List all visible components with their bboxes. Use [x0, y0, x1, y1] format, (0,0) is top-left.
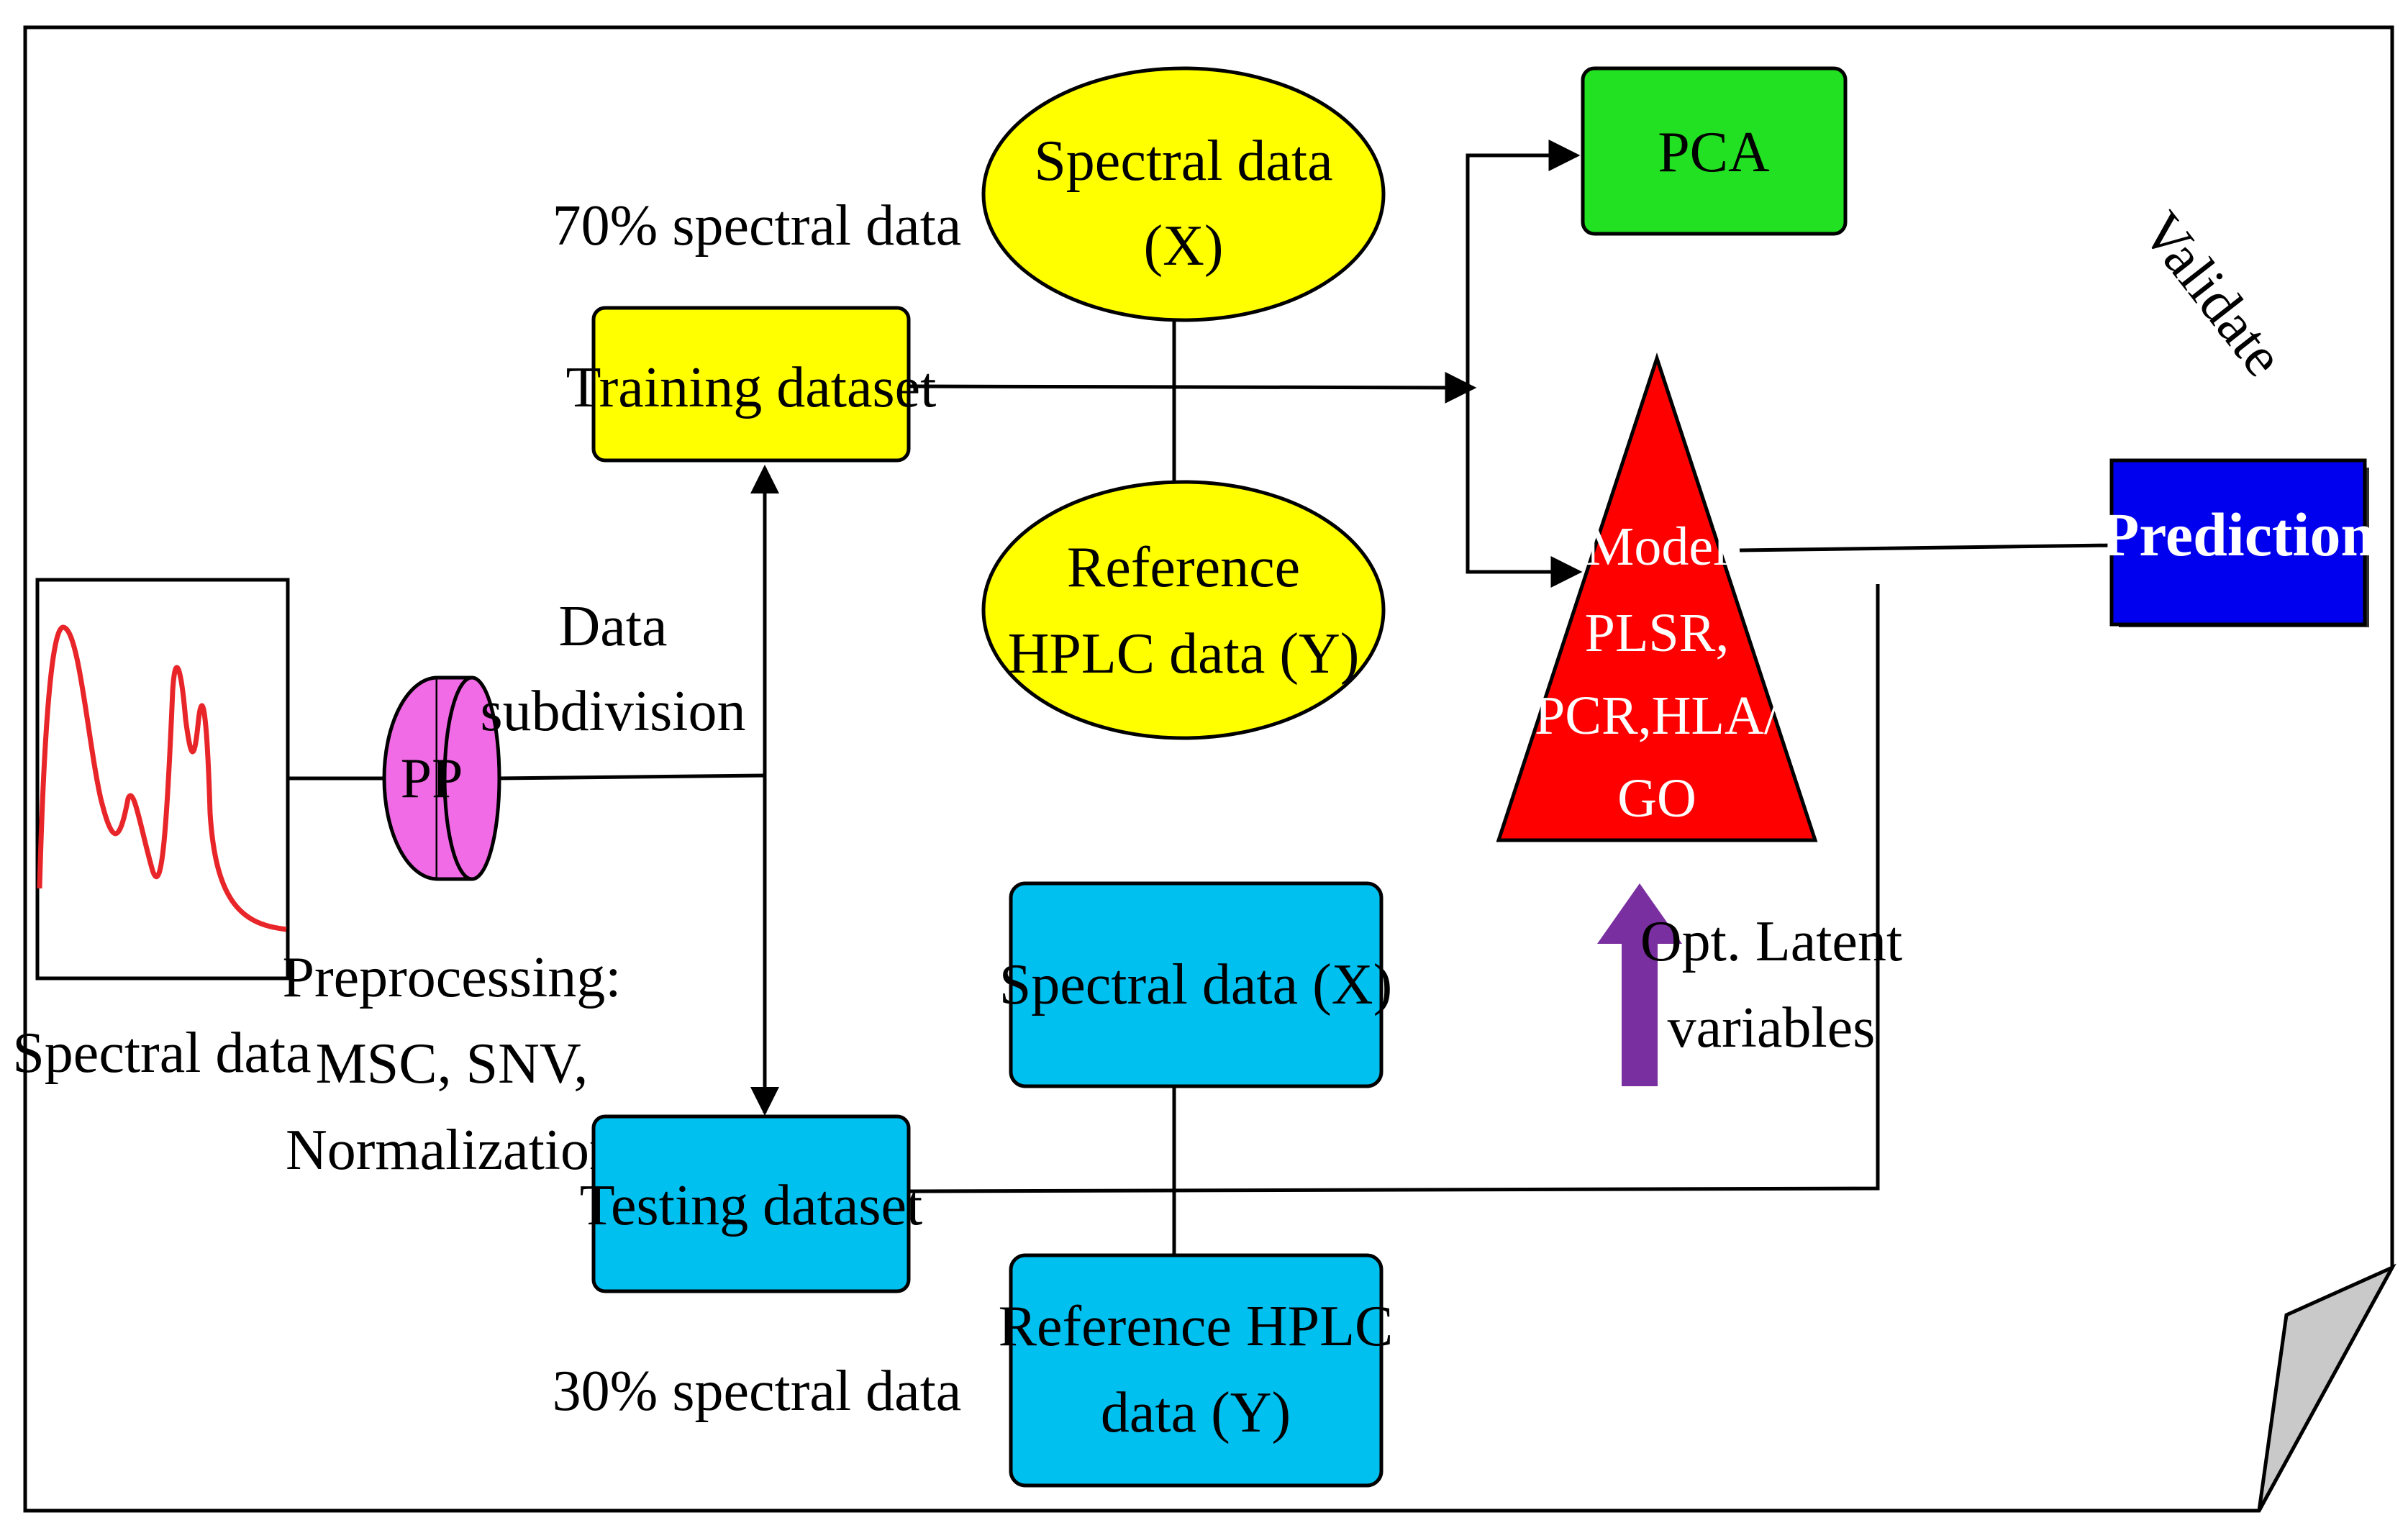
pp-label: PP: [401, 747, 463, 809]
test-reference-box: [1009, 1253, 1384, 1488]
test-reference-line2: data (Y): [1101, 1381, 1291, 1444]
preprocessing-line3: Normalization: [286, 1119, 618, 1182]
training-dataset-box: [591, 306, 911, 463]
prediction-label: Prediction: [2102, 500, 2376, 569]
test-spectral-box: [1009, 881, 1384, 1088]
subdivision-line2: subdivision: [481, 680, 746, 743]
model-line4: GO: [1617, 768, 1696, 829]
preprocessing-line2: MSC, SNV,: [316, 1032, 589, 1096]
spectrum-box: [35, 578, 290, 980]
train-spectral-line1: Spectral data: [1034, 129, 1332, 193]
connector-testing-validate: [908, 584, 1880, 1193]
connector-training-model: [908, 371, 1477, 404]
model-triangle: [1496, 352, 1818, 842]
training-percent-label: 70% spectral data: [553, 194, 962, 258]
model-line3: PCR,HLA/: [1535, 686, 1780, 746]
latent-arrow: [1597, 883, 1682, 1086]
page-fold: [2257, 1263, 2396, 1512]
model-line2: PLSR,: [1585, 603, 1730, 663]
model-line1: Model: [1586, 517, 1728, 577]
pca-label: PCA: [1658, 121, 1770, 184]
prediction-box: [2109, 458, 2367, 627]
pp-cylinder: PP: [382, 675, 501, 881]
connector-branch-model: [1466, 388, 1583, 588]
subdivision-line1: Data: [558, 595, 667, 658]
train-reference-line2: HPLC data (Y): [1008, 622, 1360, 686]
train-reference-line1: Reference: [1067, 536, 1300, 599]
test-spectral-label: Spectral data (X): [999, 953, 1392, 1016]
training-dataset-label: Training dataset: [566, 356, 937, 419]
connector-model-prediction: [1739, 543, 2112, 552]
connector-pp-junction: [496, 773, 765, 781]
testing-dataset-label: Testing dataset: [580, 1174, 922, 1237]
spectrum-caption: Spectral data: [12, 1021, 311, 1085]
latent-line1: Opt. Latent: [1640, 910, 1902, 973]
train-spectral-line2: (X): [1143, 214, 1223, 278]
testing-dataset-box: [591, 1114, 911, 1293]
latent-line2: variables: [1668, 996, 1876, 1060]
pca-box: [1581, 66, 1848, 236]
train-spectral-ellipse: [981, 66, 1386, 322]
connector-branch-pca: [1466, 140, 1581, 388]
test-reference-line1: Reference HPLC: [999, 1295, 1394, 1358]
preprocessing-line1: Preprocessing:: [282, 946, 621, 1009]
train-reference-ellipse: [981, 480, 1386, 740]
testing-percent-label: 30% spectral data: [553, 1360, 962, 1423]
spectrum-curve: [37, 624, 287, 932]
